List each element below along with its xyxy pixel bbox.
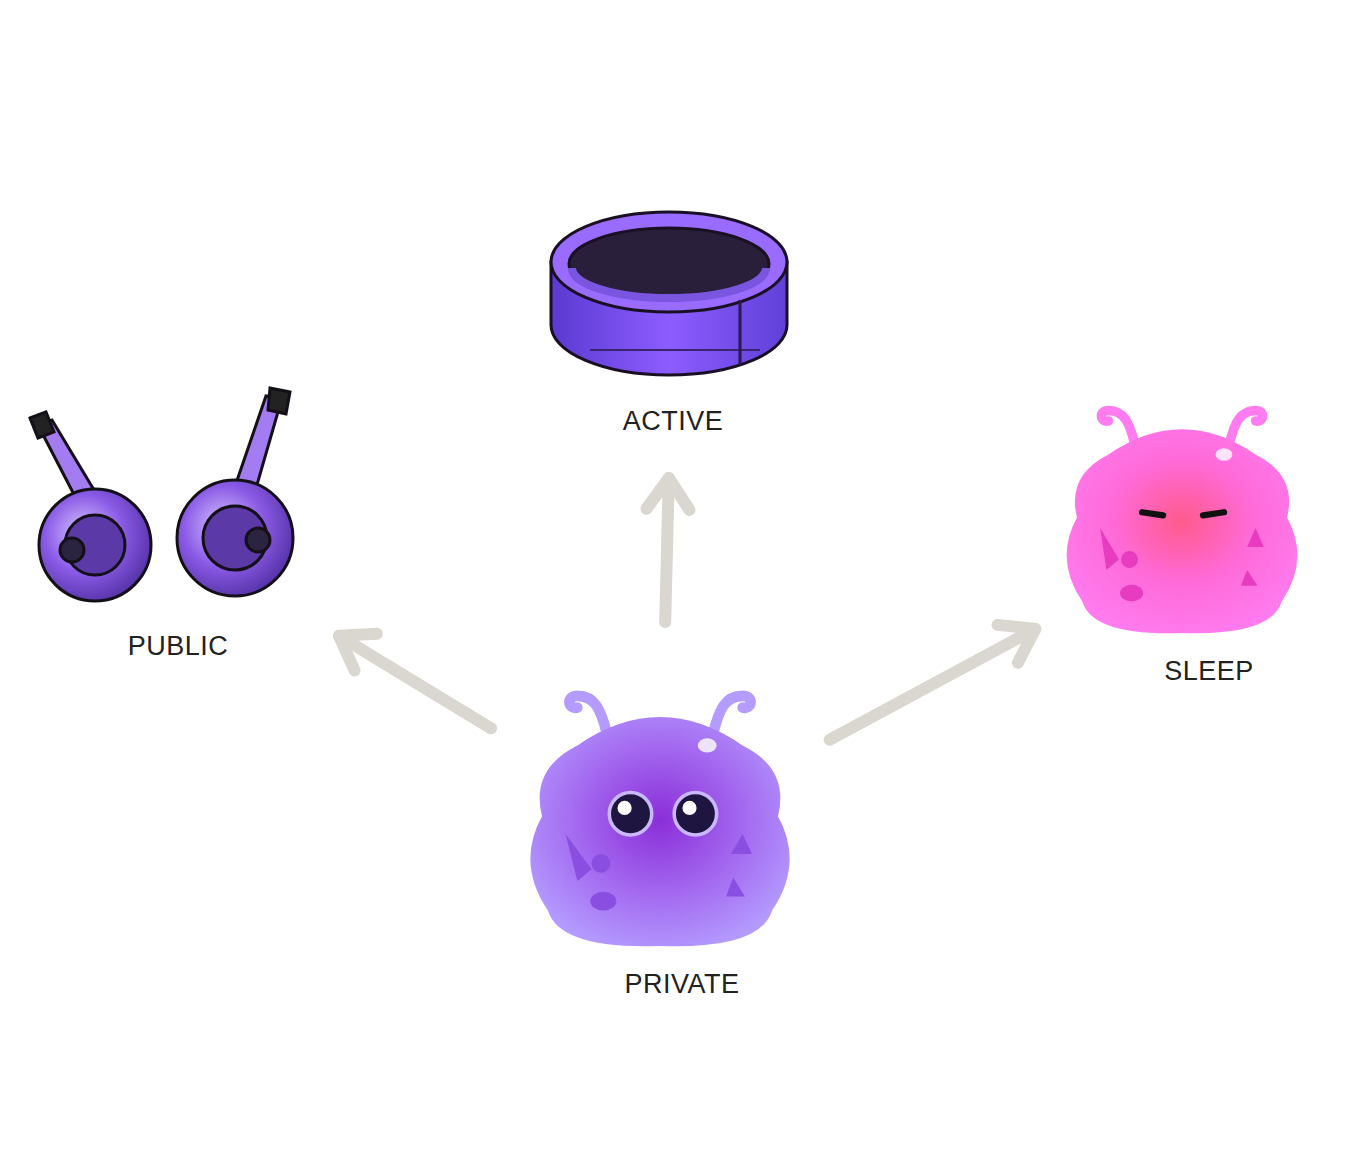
sleep-creature: [1067, 410, 1298, 633]
earbuds-illustration: [30, 388, 293, 601]
state-label: PUBLIC: [128, 631, 229, 662]
arrow-head: [998, 625, 1036, 663]
arrow-shaft: [665, 478, 669, 622]
private-creature: [530, 696, 789, 946]
arrow-head: [339, 634, 377, 671]
arrow-shaft: [339, 636, 491, 729]
transition-arrow: [830, 625, 1036, 740]
state-node: PRIVATE: [515, 650, 805, 1012]
wristband-illustration: [551, 212, 787, 375]
transition-arrow: [339, 634, 491, 729]
state-label: PRIVATE: [624, 969, 739, 1000]
state-node: SLEEP: [1060, 398, 1315, 696]
state-node: PUBLIC: [15, 385, 315, 675]
state-node: ACTIVE: [545, 205, 800, 450]
arrow-head: [647, 478, 690, 510]
arrow-shaft: [830, 629, 1036, 740]
state-label: ACTIVE: [623, 406, 724, 437]
state-label: SLEEP: [1164, 656, 1254, 687]
transition-arrow: [647, 478, 690, 622]
